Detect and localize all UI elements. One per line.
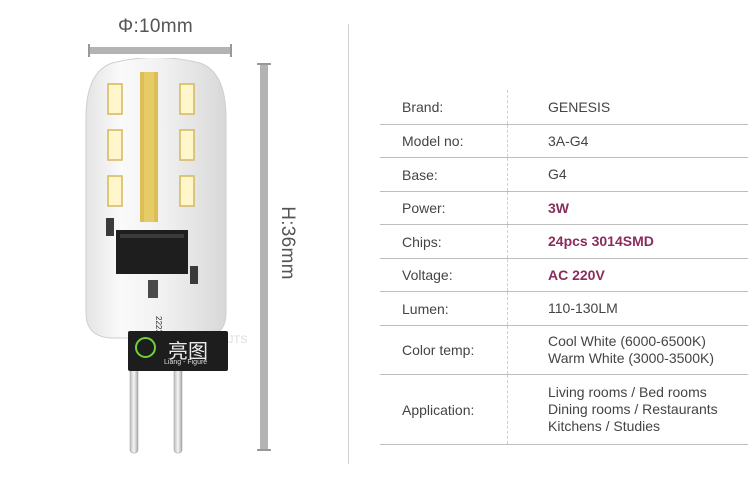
height-label: H:36mm [277,206,298,280]
spec-value: Cool White (6000-6500K) Warm White (3000… [548,333,714,366]
spec-label: Brand: [380,90,508,124]
spec-value: GENESIS [548,98,611,115]
spec-label: Power: [380,192,508,224]
spec-row-power: Power: 3W [380,192,748,225]
watermark-sub-text: Liang - Figure [164,359,208,366]
spec-label: Color temp: [380,326,508,374]
spec-value: 3W [548,199,569,216]
side-watermark-text: JTS [228,334,248,346]
spec-value: 110-130LM [548,300,618,316]
watermark-main-text: 亮图 [168,341,208,363]
spec-value: AC 220V [548,266,605,283]
spec-label: Voltage: [380,259,508,291]
chip-print-text: 2223V [154,316,163,340]
vertical-divider [348,24,349,464]
height-dimension-bar [257,63,271,451]
spec-row-brand: Brand: GENESIS [380,90,748,125]
watermark-bulb-icon [135,337,156,358]
spec-label: Lumen: [380,292,508,325]
spec-table: Brand: GENESIS Model no: 3A-G4 Base: G4 … [380,90,748,445]
diameter-dimension-bar [88,44,232,57]
diameter-label: Φ:10mm [118,16,194,37]
spec-label: Base: [380,158,508,191]
spec-row-voltage: Voltage: AC 220V [380,259,748,292]
spec-row-chips: Chips: 24pcs 3014SMD [380,225,748,259]
spec-label: Application: [380,375,508,444]
spec-value: Living rooms / Bed rooms Dining rooms / … [548,384,718,434]
spec-value: G4 [548,166,567,182]
spec-label: Model no: [380,125,508,157]
spec-row-color-temp: Color temp: Cool White (6000-6500K) Warm… [380,326,748,375]
g4-led-bulb-image: 2223V JTS [85,58,248,454]
spec-row-model: Model no: 3A-G4 [380,125,748,158]
spec-value: 24pcs 3014SMD [548,233,654,249]
spec-row-application: Application: Living rooms / Bed rooms Di… [380,375,748,445]
spec-value: 3A-G4 [548,132,589,149]
spec-label: Chips: [380,225,508,258]
spec-row-base: Base: G4 [380,158,748,192]
spec-row-lumen: Lumen: 110-130LM [380,292,748,326]
watermark-logo: 亮图 Liang - Figure [128,331,228,371]
